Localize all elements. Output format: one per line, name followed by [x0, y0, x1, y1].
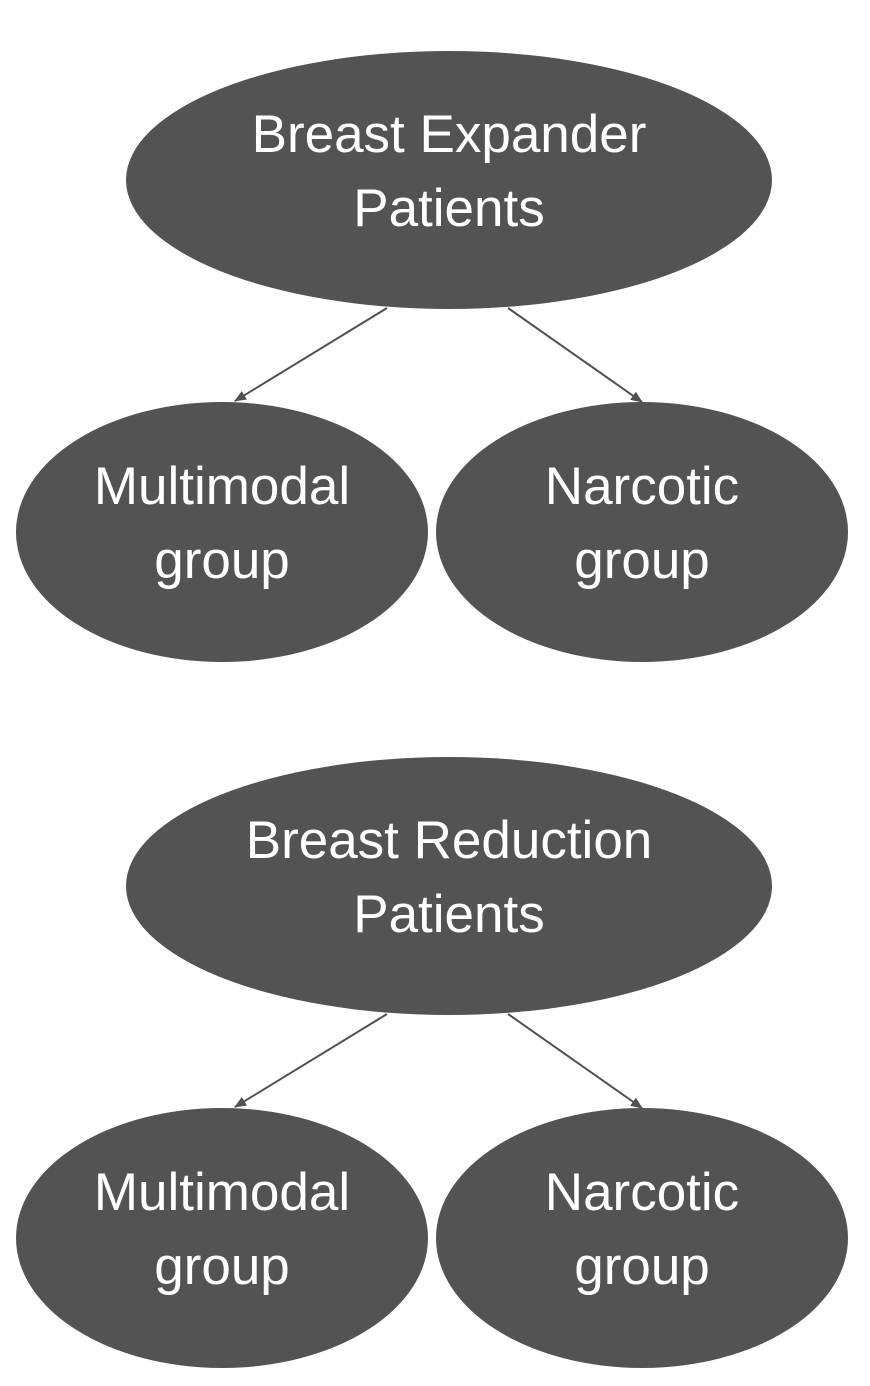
tree-expander: Breast Expander Patients Multimodal grou… [16, 51, 848, 662]
edge-expander-to-multimodal [234, 307, 388, 402]
node-label-reduction-narcotic-line1: Narcotic [545, 1163, 739, 1222]
node-label-breast-reduction-line2: Patients [353, 885, 545, 944]
node-breast-expander-patients [126, 51, 772, 309]
node-label-reduction-multimodal-line2: group [154, 1237, 290, 1296]
tree-reduction: Breast Reduction Patients Multimodal gro… [16, 757, 848, 1368]
node-label-breast-expander-line1: Breast Expander [252, 105, 647, 164]
node-expander-multimodal-group [16, 402, 428, 662]
node-label-expander-multimodal-line1: Multimodal [94, 457, 350, 516]
edge-expander-to-narcotic [507, 307, 643, 403]
edge-reduction-to-multimodal [234, 1013, 388, 1108]
node-label-expander-narcotic-line1: Narcotic [545, 457, 739, 516]
node-label-reduction-narcotic-line2: group [574, 1237, 710, 1296]
node-label-expander-multimodal-line2: group [154, 531, 290, 590]
node-label-breast-reduction-line1: Breast Reduction [246, 811, 653, 870]
node-label-expander-narcotic-line2: group [574, 531, 710, 590]
node-reduction-narcotic-group [436, 1108, 848, 1368]
node-label-reduction-multimodal-line1: Multimodal [94, 1163, 350, 1222]
node-expander-narcotic-group [436, 402, 848, 662]
node-reduction-multimodal-group [16, 1108, 428, 1368]
node-label-breast-expander-line2: Patients [353, 179, 545, 238]
edge-reduction-to-narcotic [507, 1013, 643, 1109]
node-breast-reduction-patients [126, 757, 772, 1015]
